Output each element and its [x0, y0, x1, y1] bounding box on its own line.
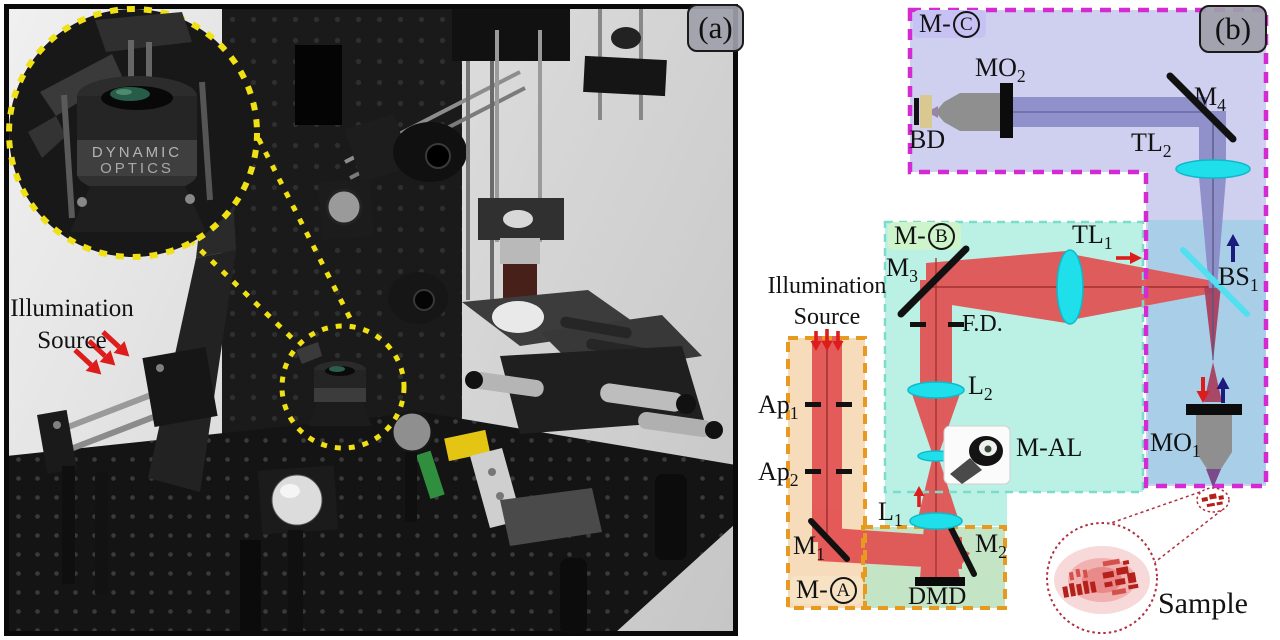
adaptive-lens-photo-icon	[943, 425, 1011, 485]
beam-direction-arrows	[810, 234, 1240, 507]
module-b-prefix: M-	[894, 221, 926, 250]
inset-zoom-circle: DYNAMIC OPTICS	[6, 6, 260, 260]
mo1-label: MO1	[1150, 428, 1201, 462]
aperture-marks	[805, 322, 964, 474]
platform-legs	[240, 474, 687, 636]
mirror-m1	[808, 518, 850, 562]
l1-label: L1	[878, 497, 903, 531]
tl2-label: TL2	[1131, 128, 1172, 162]
ap1-label: Ap1	[758, 390, 799, 424]
ap2-label: Ap2	[758, 457, 799, 491]
module-c-letter: C	[952, 11, 980, 39]
module-a-prefix: M-	[796, 575, 828, 604]
lenses	[907, 159, 1251, 530]
tower-equipment	[295, 40, 526, 324]
mirror-m2	[946, 521, 977, 577]
objective-mo2-beam-dump	[914, 83, 1013, 138]
m3-label: M3	[886, 253, 918, 287]
illumination-source-label-line1: Illumination	[10, 295, 134, 322]
xy-micrometers	[465, 371, 723, 439]
misc-optomech	[390, 410, 602, 546]
lens-l1	[909, 512, 963, 530]
mo2-label: MO2	[975, 53, 1026, 87]
panel-b-schematic	[786, 7, 1269, 634]
bs1-label: BS1	[1218, 262, 1259, 296]
lens-tl2	[1175, 159, 1251, 179]
module-c-label: M-C	[913, 9, 986, 39]
illumination-label-line2: Source	[793, 304, 861, 330]
red-beam-path	[812, 251, 1213, 581]
module-a-letter: A	[829, 577, 857, 605]
dmd-chip	[915, 577, 965, 586]
sample-small	[1196, 487, 1230, 513]
optical-table-breadboard	[9, 412, 733, 631]
lens-tl1	[1056, 249, 1084, 325]
sample-stage	[462, 290, 704, 434]
illumination-label-line1: Illumination	[767, 273, 887, 299]
inset-device-text-line2: OPTICS	[100, 160, 174, 177]
mirror-m3	[897, 245, 970, 318]
panel-a-drawing: DYNAMIC OPTICS	[6, 6, 723, 636]
inset-connector-lines	[188, 110, 355, 344]
lens-l2	[907, 381, 965, 399]
m-al-label: M-AL	[1016, 433, 1083, 462]
objective-mo1	[1186, 404, 1242, 488]
l2-label: L2	[968, 371, 993, 405]
device-highlight-circle	[279, 323, 407, 451]
m4-label: M4	[1194, 82, 1226, 116]
rail-assembly	[37, 346, 218, 594]
panel-b-tag: (b)	[1199, 5, 1267, 53]
bd-label: BD	[909, 125, 946, 154]
sample-zoom	[1046, 487, 1230, 634]
module-c-prefix: M-	[919, 9, 951, 38]
sample-magnified	[1046, 522, 1158, 634]
illumination-source-label-line2: Source	[37, 327, 107, 354]
beamsplitter-bs1	[1180, 247, 1250, 317]
upper-right-mounts	[452, 9, 667, 242]
module-a-label: M-A	[790, 575, 863, 605]
m2-label: M2	[975, 529, 1007, 563]
m1-label: M1	[793, 531, 825, 565]
tl1-label: TL1	[1072, 220, 1113, 254]
panel-a-tag: (a)	[687, 4, 744, 52]
illumination-arrows	[73, 330, 130, 375]
module-b-border	[883, 220, 1145, 494]
ball-lens-mount	[257, 465, 339, 632]
module-c-border	[907, 7, 1269, 489]
inset-device-text-line1: DYNAMIC	[92, 144, 182, 161]
sample-label: Sample	[1158, 587, 1248, 620]
module-b-letter: B	[927, 223, 955, 251]
mirror-m4	[1166, 72, 1237, 143]
fd-label: F.D.	[962, 311, 1003, 337]
module-b-label: M-B	[888, 221, 961, 251]
dmd-label: DMD	[908, 583, 967, 610]
